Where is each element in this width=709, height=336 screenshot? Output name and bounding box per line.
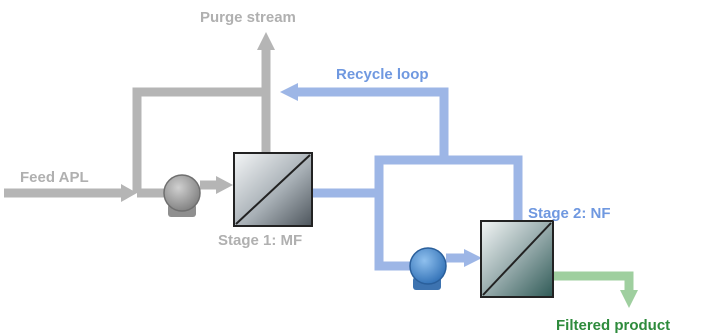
feed-label: Feed APL bbox=[20, 169, 89, 186]
product-arrowhead bbox=[620, 290, 638, 308]
purge-arrowhead bbox=[257, 32, 275, 50]
recycle-arrowhead bbox=[280, 83, 298, 101]
purge-stream-label: Purge stream bbox=[200, 9, 296, 26]
recycle-branch-pipe bbox=[374, 155, 523, 220]
pump-2 bbox=[409, 247, 447, 290]
recycle-loop-label: Recycle loop bbox=[336, 66, 429, 83]
pump1-outlet-arrowhead bbox=[216, 176, 233, 194]
filtered-product-label: Filtered product bbox=[556, 317, 670, 334]
stage2-membrane-unit bbox=[480, 220, 554, 298]
stage1-membrane-unit bbox=[233, 152, 313, 227]
recycle-loop-pipes bbox=[298, 87, 523, 271]
feed-arrowhead bbox=[121, 184, 137, 202]
stage2-feed-pipe bbox=[374, 193, 410, 271]
product-pipe bbox=[553, 271, 634, 292]
pump2-outlet-arrowhead bbox=[464, 249, 482, 267]
stage1-label: Stage 1: MF bbox=[218, 232, 302, 249]
purge-bypass-pipe bbox=[132, 87, 266, 193]
recycle-return-pipe bbox=[298, 87, 449, 160]
feed-and-purge-pipes bbox=[4, 50, 271, 198]
stage2-label: Stage 2: NF bbox=[528, 205, 611, 222]
pump-1 bbox=[163, 174, 201, 217]
